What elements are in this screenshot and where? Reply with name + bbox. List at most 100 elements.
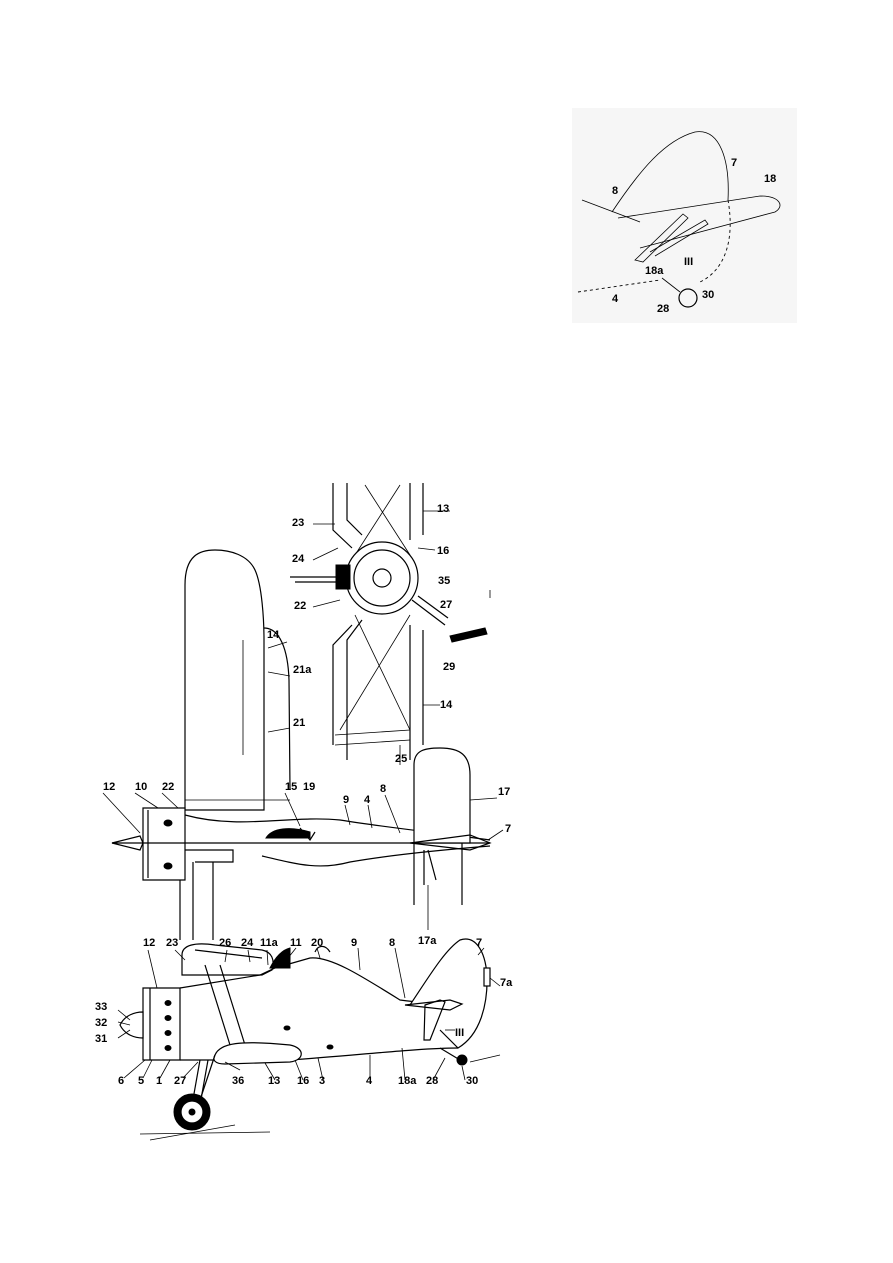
front-leader-22 <box>312 599 341 608</box>
side-label-26: 26 <box>219 937 231 949</box>
side-leader-31 <box>117 1029 131 1039</box>
side-leader-20 <box>316 947 321 959</box>
side-gear-brace <box>199 1054 216 1101</box>
top-cowl <box>142 807 186 881</box>
side-label-23: 23 <box>166 937 178 949</box>
side-leader-18a <box>401 1047 406 1081</box>
side-label-30: 30 <box>466 1075 478 1087</box>
top-label-4: 4 <box>364 794 371 806</box>
front-spinner <box>372 568 392 588</box>
side-fuselage-bottom <box>180 1047 459 1061</box>
side-leader-30 <box>461 1065 466 1081</box>
side-label-1: 1 <box>156 1075 162 1087</box>
front-wire-bottom-2 <box>334 739 411 746</box>
side-leader-8 <box>394 947 406 999</box>
side-fin-rudder <box>409 938 488 1049</box>
side-leader-16 <box>294 1059 304 1081</box>
top-upper-wing <box>184 549 265 811</box>
top-tail-strut-2 <box>427 849 437 881</box>
side-upper-wing-line <box>194 949 263 959</box>
front-label-13: 13 <box>437 503 449 515</box>
side-tailwheel-leg <box>439 1047 461 1061</box>
top-cowl-hole-2 <box>163 862 173 870</box>
front-view: 23 24 13 16 35 27 22 29 14 <box>290 483 491 760</box>
top-label-7: 7 <box>505 823 511 835</box>
side-label-9: 9 <box>351 937 357 949</box>
front-gear-leg-2 <box>417 595 449 619</box>
top-leader-15 <box>284 792 301 827</box>
tail-detail-inset: 7 8 18 III 18a 30 4 28 <box>572 108 797 323</box>
side-leader-13 <box>264 1062 276 1081</box>
inset-strut-2 <box>649 219 709 257</box>
side-label-33: 33 <box>95 1001 107 1013</box>
top-leader-9 <box>344 804 351 826</box>
top-cockpit-canopy <box>265 828 311 839</box>
side-label-20: 20 <box>311 937 323 949</box>
inset-label-28: 28 <box>657 303 669 315</box>
front-wire-3 <box>354 614 411 731</box>
inset-label-III: III <box>684 256 693 268</box>
side-leader-12 <box>147 949 158 989</box>
side-leader-27 <box>182 1061 199 1079</box>
side-leader-11a <box>266 949 269 966</box>
side-leader-6 <box>123 1059 146 1079</box>
top-leader-10 <box>134 792 159 809</box>
side-leader-23 <box>174 949 186 961</box>
top-label-12: 12 <box>103 781 115 793</box>
side-label-5: 5 <box>138 1075 144 1087</box>
top-label-22: 22 <box>162 781 174 793</box>
side-label-8: 8 <box>389 937 395 949</box>
side-label-36: 36 <box>232 1075 244 1087</box>
top-leader-21 <box>267 727 291 733</box>
side-cowl-hole-3 <box>164 1030 172 1036</box>
top-gear-bracket <box>185 849 234 863</box>
side-rudder-tab <box>483 967 491 987</box>
inset-label-7: 7 <box>731 157 737 169</box>
side-leader-7a <box>489 977 501 987</box>
side-tailwheel <box>456 1054 468 1066</box>
inset-label-4: 4 <box>612 293 619 305</box>
side-label-3: 3 <box>319 1075 325 1087</box>
side-headrest <box>314 945 331 953</box>
inset-label-18a: 18a <box>645 265 664 277</box>
front-wire-2 <box>354 484 401 556</box>
inset-label-18: 18 <box>764 173 776 185</box>
side-leader-33 <box>117 1009 131 1021</box>
front-wire-4 <box>339 614 411 731</box>
front-leader-24 <box>312 547 339 561</box>
side-leader-1 <box>159 1059 171 1079</box>
side-label-7: 7 <box>476 937 482 949</box>
top-leader-12 <box>102 792 141 834</box>
side-label-18a: 18a <box>398 1075 417 1087</box>
top-label-21: 21 <box>293 717 305 729</box>
side-leader-9 <box>357 947 361 971</box>
inset-strut-1 <box>634 213 689 263</box>
side-cowl-hole-2 <box>164 1015 172 1021</box>
side-label-12: 12 <box>143 937 155 949</box>
front-gear-leg <box>411 599 446 626</box>
top-leader-7 <box>487 829 504 841</box>
top-label-9: 9 <box>343 794 349 806</box>
side-label-7a: 7a <box>500 977 513 989</box>
side-label-III: III <box>455 1027 464 1039</box>
top-tail-cone <box>409 834 492 851</box>
top-leader-14 <box>267 641 288 649</box>
side-label-28: 28 <box>426 1075 438 1087</box>
side-leader-11 <box>287 947 297 959</box>
side-label-11: 11 <box>290 937 302 949</box>
front-label-22: 22 <box>294 600 306 612</box>
side-label-13: 13 <box>268 1075 280 1087</box>
top-label-19: 19 <box>303 781 315 793</box>
side-cowl-hole-4 <box>164 1045 172 1051</box>
top-cowl-hole-1 <box>163 819 173 827</box>
inset-fuselage-bottom <box>577 279 661 293</box>
front-label-35: 35 <box>438 575 450 587</box>
side-cowl <box>142 987 181 1061</box>
front-cowl-inner <box>353 549 411 607</box>
top-label-15: 15 <box>285 781 297 793</box>
side-leader-3 <box>317 1057 324 1081</box>
side-label-11a: 11a <box>260 937 279 949</box>
inset-fuselage-line <box>581 199 641 223</box>
side-label-27: 27 <box>174 1075 186 1087</box>
